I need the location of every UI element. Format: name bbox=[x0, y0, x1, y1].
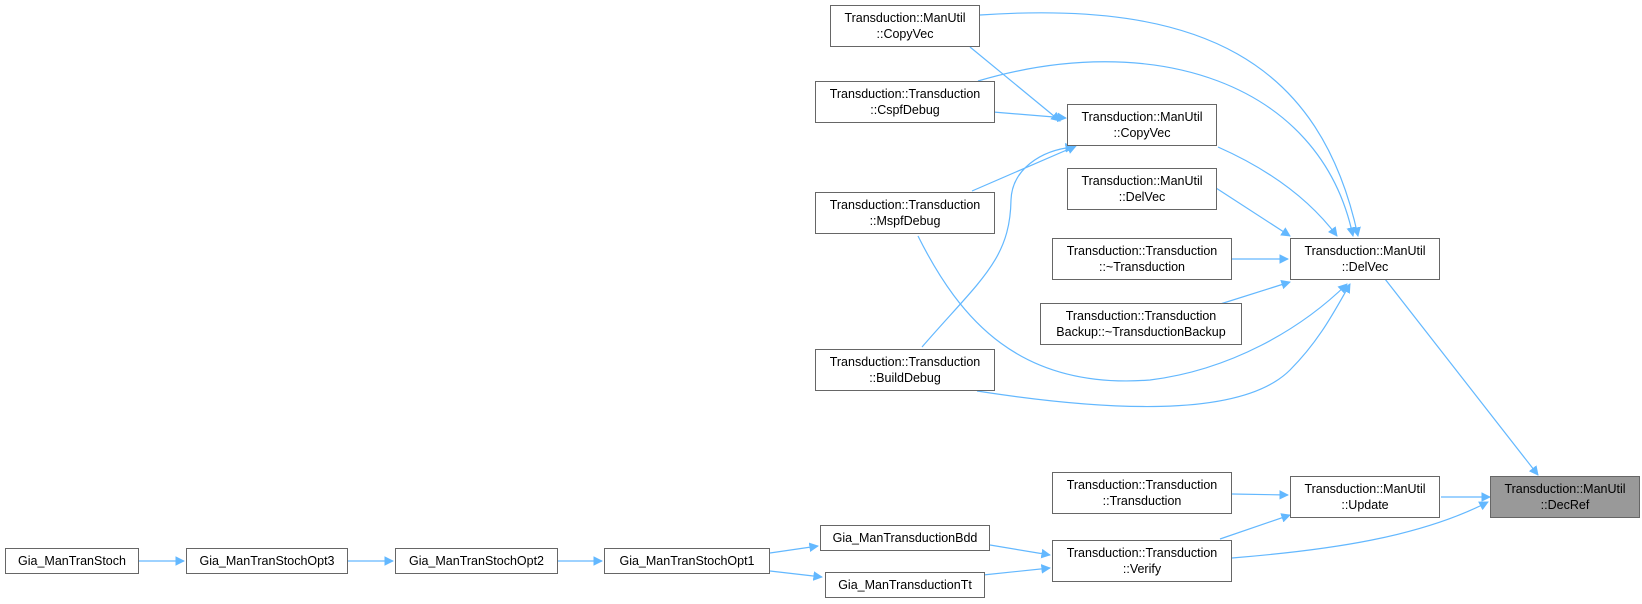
node-gia-transduction-bdd-label: Gia_ManTransductionBdd bbox=[832, 531, 978, 545]
node-gia-transduction-tt[interactable]: Gia_ManTransductionTt bbox=[825, 572, 985, 598]
node-update[interactable]: Transduction::ManUtil ::Update bbox=[1290, 476, 1440, 518]
edge-build-delvec bbox=[976, 283, 1351, 408]
edge-delvec-decref bbox=[1384, 278, 1539, 476]
node-delvec-line1: Transduction::ManUtil bbox=[1304, 244, 1426, 258]
node-copyvec-top-line1: Transduction::ManUtil bbox=[844, 11, 966, 25]
node-gia-transtoch-opt1-label: Gia_ManTranStochOpt1 bbox=[619, 554, 755, 568]
edge-delvecleft-delvec bbox=[1215, 187, 1291, 237]
edge-opt1-bdd bbox=[769, 542, 819, 554]
node-build-line1: Transduction::Transduction bbox=[829, 355, 981, 369]
node-build[interactable]: Transduction::Transduction ::BuildDebug bbox=[815, 349, 995, 391]
node-gia-transtoch-opt3[interactable]: Gia_ManTranStochOpt3 bbox=[186, 548, 348, 574]
edge-copyvectop-copyvecmid bbox=[969, 46, 1061, 122]
node-gia-transtoch-opt2-label: Gia_ManTranStochOpt2 bbox=[408, 554, 545, 568]
node-update-line1: Transduction::ManUtil bbox=[1304, 482, 1426, 496]
edge-verify-decref bbox=[1231, 501, 1489, 559]
edge-verify-update bbox=[1219, 513, 1291, 540]
edge-bdd-verify bbox=[989, 544, 1051, 559]
node-backup-dtor[interactable]: Transduction::Transduction Backup::~Tran… bbox=[1040, 303, 1242, 345]
edge-backup-delvec bbox=[1213, 280, 1291, 307]
node-gia-transduction-tt-label: Gia_ManTransductionTt bbox=[838, 578, 972, 592]
node-update-line2: ::Update bbox=[1341, 498, 1389, 512]
node-delvec-line2: ::DelVec bbox=[1341, 260, 1389, 274]
node-copyvec-mid[interactable]: Transduction::ManUtil ::CopyVec bbox=[1067, 104, 1217, 146]
node-mspf-line1: Transduction::Transduction bbox=[829, 198, 981, 212]
node-build-line2: ::BuildDebug bbox=[869, 371, 941, 385]
node-delvec-left[interactable]: Transduction::ManUtil ::DelVec bbox=[1067, 168, 1217, 210]
node-transduction-ctor-line2: ::Transduction bbox=[1102, 494, 1182, 508]
node-delvec-left-line2: ::DelVec bbox=[1118, 190, 1166, 204]
node-verify-line1: Transduction::Transduction bbox=[1066, 546, 1218, 560]
edge-copyvecmid-delvec bbox=[1217, 146, 1338, 237]
edge-copyvectop-delvec bbox=[979, 12, 1361, 237]
edge-opt1-tt bbox=[769, 570, 823, 581]
node-decref-line1: Transduction::ManUtil bbox=[1504, 482, 1626, 496]
node-cspf-line2: ::CspfDebug bbox=[870, 103, 940, 117]
node-transduction-ctor-line1: Transduction::Transduction bbox=[1066, 478, 1218, 492]
node-decref-line2: ::DecRef bbox=[1540, 498, 1590, 512]
edge-build-copyvecmid bbox=[921, 142, 1075, 348]
node-decref: Transduction::ManUtil ::DecRef bbox=[1490, 476, 1640, 518]
edge-ctor-update bbox=[1231, 490, 1289, 500]
node-mspf[interactable]: Transduction::Transduction ::MspfDebug bbox=[815, 192, 995, 234]
node-copyvec-mid-line2: ::CopyVec bbox=[1113, 126, 1171, 140]
node-backup-dtor-line2: Backup::~TransductionBackup bbox=[1056, 325, 1226, 339]
node-gia-transduction-bdd[interactable]: Gia_ManTransductionBdd bbox=[820, 525, 990, 551]
edge-mspf-delvec bbox=[917, 235, 1348, 382]
node-copyvec-mid-line1: Transduction::ManUtil bbox=[1081, 110, 1203, 124]
node-mspf-line2: ::MspfDebug bbox=[869, 214, 941, 228]
node-gia-transtoch-opt1[interactable]: Gia_ManTranStochOpt1 bbox=[604, 548, 770, 574]
node-verify[interactable]: Transduction::Transduction ::Verify bbox=[1052, 540, 1232, 582]
node-verify-line2: ::Verify bbox=[1122, 562, 1162, 576]
edge-cspf-delvec bbox=[977, 61, 1356, 237]
node-gia-transtoch-label: Gia_ManTranStoch bbox=[18, 554, 126, 568]
node-delvec[interactable]: Transduction::ManUtil ::DelVec bbox=[1290, 238, 1440, 280]
node-cspf[interactable]: Transduction::Transduction ::CspfDebug bbox=[815, 81, 995, 123]
node-dtor-line2: ::~Transduction bbox=[1098, 260, 1186, 274]
node-copyvec-top-line2: ::CopyVec bbox=[876, 27, 934, 41]
node-gia-transtoch[interactable]: Gia_ManTranStoch bbox=[5, 548, 139, 574]
node-dtor[interactable]: Transduction::Transduction ::~Transducti… bbox=[1052, 238, 1232, 280]
node-transduction-ctor[interactable]: Transduction::Transduction ::Transductio… bbox=[1052, 472, 1232, 514]
node-backup-dtor-line1: Transduction::Transduction bbox=[1065, 309, 1217, 323]
edge-cspf-copyvecmid bbox=[992, 111, 1067, 123]
node-cspf-line1: Transduction::Transduction bbox=[829, 87, 981, 101]
edge-tt-verify bbox=[982, 564, 1051, 576]
node-delvec-left-line1: Transduction::ManUtil bbox=[1081, 174, 1203, 188]
node-dtor-line1: Transduction::Transduction bbox=[1066, 244, 1218, 258]
node-gia-transtoch-opt2[interactable]: Gia_ManTranStochOpt2 bbox=[395, 548, 558, 574]
node-gia-transtoch-opt3-label: Gia_ManTranStochOpt3 bbox=[199, 554, 335, 568]
node-copyvec-top[interactable]: Transduction::ManUtil ::CopyVec bbox=[830, 5, 980, 47]
